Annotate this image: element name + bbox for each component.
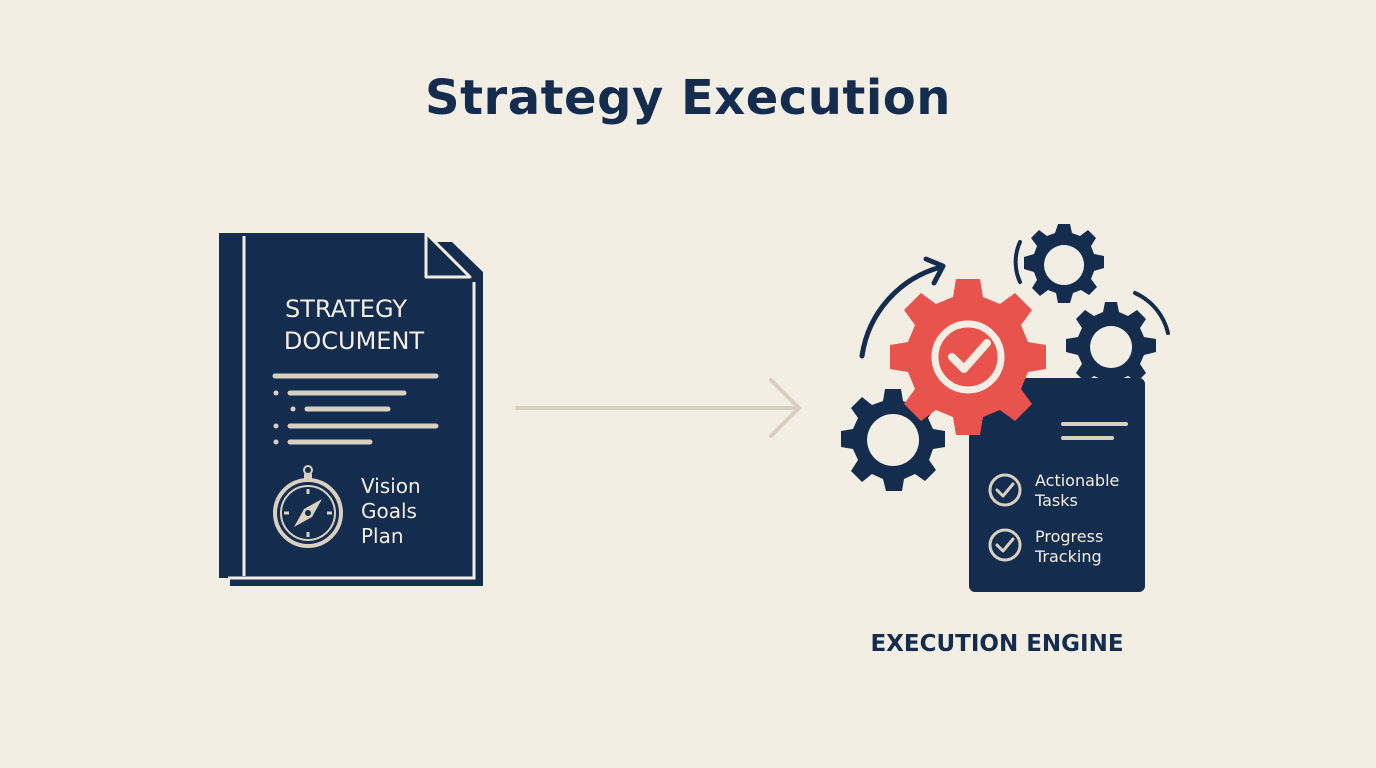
execution-engine: Actionable Tasks Progress Tracking — [841, 224, 1170, 657]
compass-icon — [273, 465, 343, 548]
document-title-line-2: DOCUMENT — [284, 327, 425, 355]
engine-label: EXECUTION ENGINE — [870, 631, 1123, 657]
task-actionable-line-2: Tasks — [1034, 491, 1078, 510]
task-panel: Actionable Tasks Progress Tracking — [969, 378, 1145, 592]
task-actionable-line-1: Actionable — [1035, 471, 1119, 490]
strategy-document: STRATEGY DOCUMENT — [219, 231, 483, 586]
document-text-lines — [272, 373, 439, 445]
cycle-arrow-icon — [859, 256, 946, 359]
document-item-plan: Plan — [361, 524, 404, 548]
document-title-line-1: STRATEGY — [285, 295, 407, 323]
check-circle-icon — [988, 528, 1022, 562]
task-progress-line-2: Tracking — [1034, 547, 1102, 566]
gear-check-icon — [890, 279, 1046, 435]
arrow-right-icon — [515, 378, 802, 438]
gear-icon-right — [1066, 291, 1170, 391]
gear-icon-top — [1013, 224, 1104, 303]
task-progress-line-1: Progress — [1035, 527, 1103, 546]
document-item-vision: Vision — [361, 474, 421, 498]
check-circle-icon — [988, 473, 1022, 507]
page-title: Strategy Execution — [425, 70, 951, 126]
document-item-goals: Goals — [361, 499, 417, 523]
